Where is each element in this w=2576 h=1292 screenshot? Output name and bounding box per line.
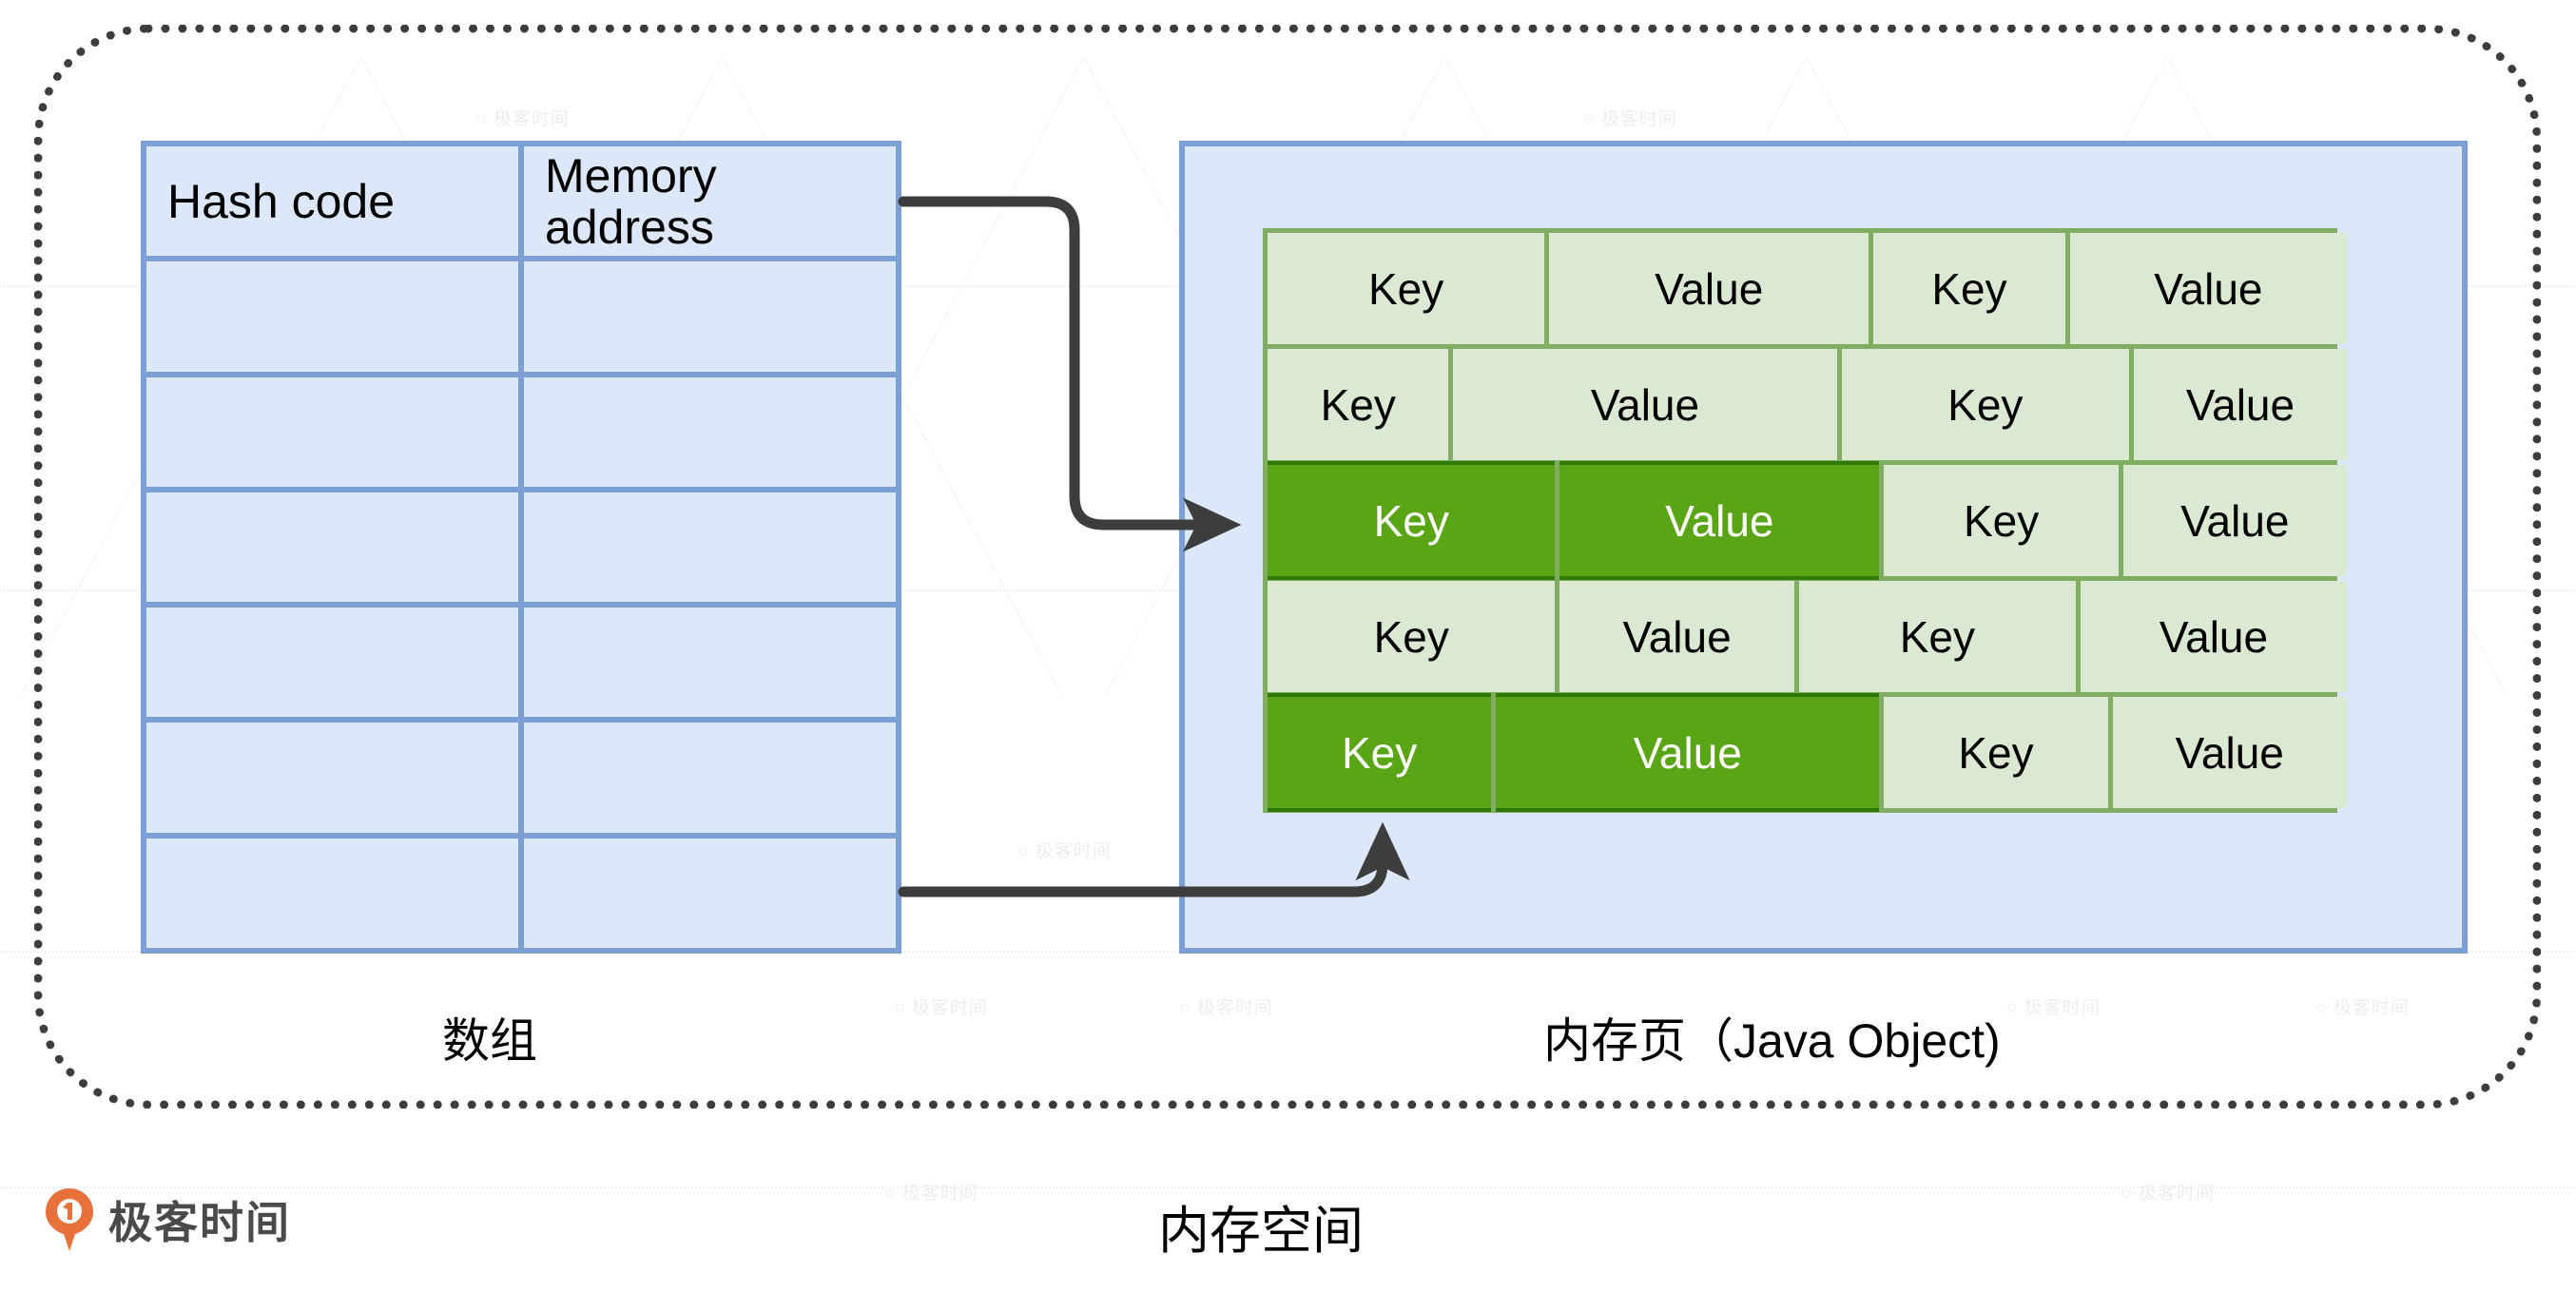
- key-cell: Key: [1268, 349, 1449, 460]
- array-row: [146, 723, 896, 839]
- array-cell-memory-address: [524, 607, 896, 718]
- array-cell-hash-code: [146, 376, 524, 487]
- brand-logo: 极客时间: [44, 1186, 291, 1253]
- watermark-text: ○ 极客时间: [884, 1184, 978, 1204]
- array-cell-memory-address: Memory address: [524, 146, 896, 257]
- value-cell: Value: [1559, 465, 1880, 576]
- key-cell: Key: [1268, 697, 1492, 808]
- value-cell: Value: [1453, 349, 1837, 460]
- array-cell-hash-code: [146, 838, 524, 948]
- array-caption: 数组: [442, 1014, 537, 1068]
- array-row: Hash code Memory address: [146, 146, 896, 262]
- array-row: [146, 376, 896, 492]
- geektime-logo-icon: [44, 1186, 95, 1253]
- key-cell: Key: [1884, 465, 2119, 576]
- key-cell: Key: [1798, 581, 2076, 692]
- value-cell: Value: [2122, 465, 2347, 576]
- array-cell-hash-code: [146, 607, 524, 718]
- array-cell-hash-code: [146, 492, 524, 603]
- array-cell-hash-code: Hash code: [146, 146, 524, 257]
- key-cell: Key: [1884, 697, 2108, 808]
- value-cell: Value: [1496, 697, 1880, 808]
- array-cell-hash-code: [146, 723, 524, 833]
- array-row: [146, 838, 896, 948]
- key-cell: Key: [1873, 233, 2065, 344]
- array-row: [146, 492, 896, 608]
- array-cell-label: Memory address: [545, 148, 717, 254]
- brand-name: 极客时间: [108, 1198, 291, 1247]
- array-cell-hash-code: [146, 261, 524, 372]
- array-cell-memory-address: [524, 838, 896, 948]
- memory-space-frame: [34, 25, 2541, 1109]
- key-cell: Key: [1841, 349, 2129, 460]
- key-cell: Key: [1268, 233, 1545, 344]
- watermark-text: ○ 极客时间: [2121, 1184, 2215, 1204]
- array-cell-memory-address: [524, 723, 896, 833]
- key-cell: Key: [1268, 465, 1556, 576]
- value-cell: Value: [2133, 349, 2347, 460]
- value-cell: Value: [1559, 581, 1794, 692]
- key-cell: Key: [1268, 581, 1556, 692]
- array-cell-label: Hash code: [167, 174, 396, 228]
- diagram-title: 内存空间: [1158, 1203, 1364, 1260]
- array-row: [146, 607, 896, 723]
- value-cell: Value: [1549, 233, 1869, 344]
- array-cell-memory-address: [524, 492, 896, 603]
- array-table: Hash code Memory address: [141, 141, 901, 954]
- memory-page-caption: 内存页（Java Object): [1543, 1014, 2001, 1068]
- array-cell-memory-address: [524, 376, 896, 487]
- value-cell: Value: [2080, 581, 2347, 692]
- value-cell: Value: [2069, 233, 2347, 344]
- value-cell: Value: [2112, 697, 2347, 808]
- array-cell-memory-address: [524, 261, 896, 372]
- array-row: [146, 261, 896, 377]
